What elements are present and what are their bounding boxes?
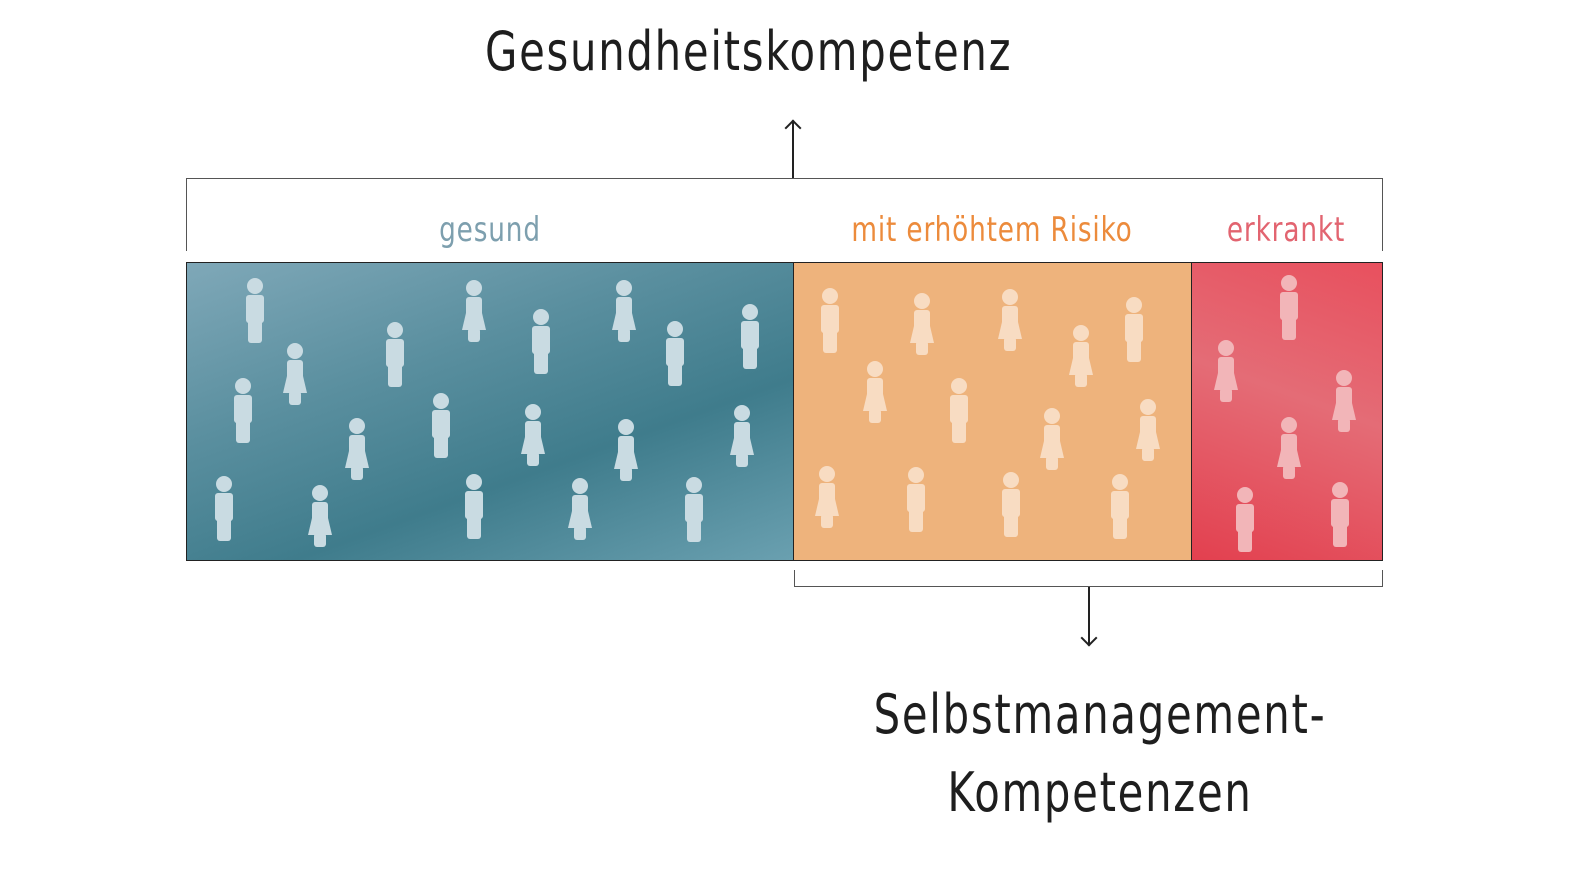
person-female-icon [998, 289, 1022, 355]
person-female-icon [283, 343, 307, 409]
person-male-icon [947, 378, 971, 444]
person-female-icon [910, 293, 934, 359]
person-male-icon [904, 467, 928, 533]
arrow-up-icon [784, 119, 802, 137]
person-male-icon [1328, 482, 1352, 548]
person-female-icon [1332, 370, 1356, 436]
arrow-down-icon [1080, 629, 1098, 647]
person-female-icon [1214, 340, 1238, 406]
top-title: Gesundheitskompetenz [485, 20, 1013, 83]
person-female-icon [1040, 408, 1064, 474]
person-female-icon [863, 361, 887, 427]
person-male-icon [818, 288, 842, 354]
bottom-title: Selbstmanagement- Kompetenzen [859, 676, 1341, 832]
bottom-title-line1: Selbstmanagement- [873, 683, 1327, 746]
person-female-icon [612, 280, 636, 346]
person-female-icon [1136, 399, 1160, 465]
person-female-icon [568, 478, 592, 544]
label-risiko: mit erhöhtem Risiko [851, 210, 1133, 250]
person-male-icon [738, 304, 762, 370]
person-male-icon [999, 472, 1023, 538]
person-female-icon [462, 280, 486, 346]
person-female-icon [614, 419, 638, 485]
person-male-icon [1277, 275, 1301, 341]
person-female-icon [815, 466, 839, 532]
person-female-icon [308, 485, 332, 551]
person-male-icon [529, 309, 553, 375]
bottom-title-line2: Kompetenzen [947, 761, 1253, 824]
person-male-icon [383, 322, 407, 388]
person-male-icon [1233, 487, 1257, 553]
person-male-icon [231, 378, 255, 444]
person-male-icon [663, 321, 687, 387]
person-male-icon [682, 477, 706, 543]
person-male-icon [212, 476, 236, 542]
person-male-icon [243, 278, 267, 344]
person-female-icon [1069, 325, 1093, 391]
person-female-icon [521, 404, 545, 470]
person-male-icon [1108, 474, 1132, 540]
person-female-icon [1277, 417, 1301, 483]
person-male-icon [1122, 297, 1146, 363]
label-gesund: gesund [439, 210, 541, 250]
label-erkrankt: erkrankt [1226, 210, 1346, 250]
person-female-icon [730, 405, 754, 471]
person-female-icon [345, 418, 369, 484]
person-male-icon [462, 474, 486, 540]
person-male-icon [429, 393, 453, 459]
